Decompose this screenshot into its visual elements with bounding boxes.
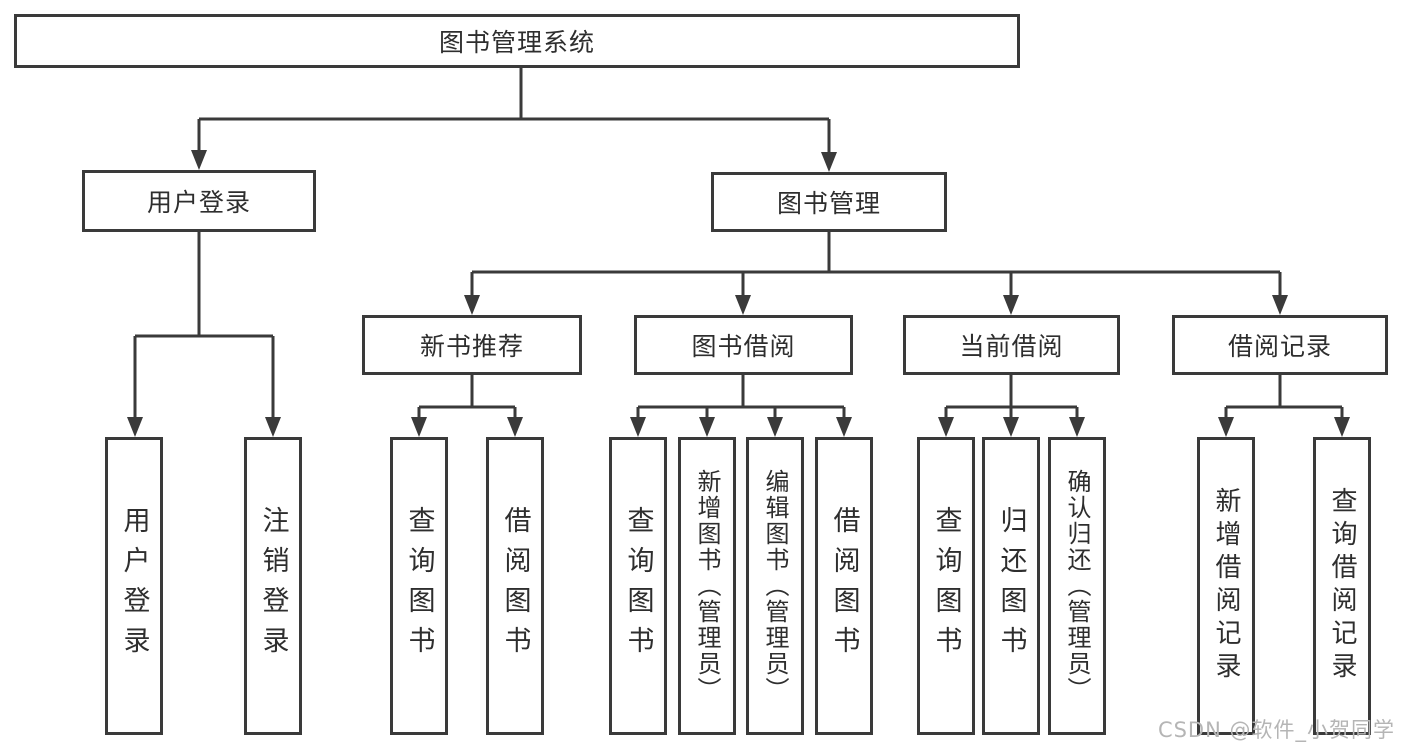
leaf-label: 注销登录 (257, 506, 289, 666)
node-library-management-system: 图书管理系统 (14, 14, 1020, 68)
node-leaf-user-login: 用户登录 (105, 437, 163, 735)
node-user-login-branch: 用户登录 (82, 170, 316, 232)
leaf-label: 查询借阅记录 (1327, 487, 1357, 685)
node-leaf-query-books-recommend: 查询图书 (390, 437, 448, 735)
node-leaf-borrow-books-recommend: 借阅图书 (486, 437, 544, 735)
node-leaf-query-borrow-record: 查询借阅记录 (1313, 437, 1371, 735)
node-leaf-confirm-return-admin: 确认归还（管理员） (1048, 437, 1106, 735)
csdn-watermark: CSDN @软件_小贺同学 (1157, 718, 1395, 742)
node-book-borrowing: 图书借阅 (634, 315, 853, 375)
node-leaf-edit-books-admin: 编辑图书（管理员） (746, 437, 804, 735)
node-borrowing-records: 借阅记录 (1172, 315, 1388, 375)
leaf-label: 确认归还（管理员） (1063, 469, 1091, 703)
node-current-borrowing: 当前借阅 (903, 315, 1120, 375)
node-leaf-query-books-current: 查询图书 (917, 437, 975, 735)
leaf-label: 查询图书 (403, 506, 435, 666)
leaf-label: 用户登录 (118, 506, 150, 666)
node-leaf-logout: 注销登录 (244, 437, 302, 735)
leaf-label: 新增图书（管理员） (693, 469, 721, 703)
node-new-book-recommend: 新书推荐 (362, 315, 582, 375)
leaf-label: 借阅图书 (499, 506, 531, 666)
leaf-label: 编辑图书（管理员） (761, 469, 789, 703)
node-leaf-return-books: 归还图书 (982, 437, 1040, 735)
leaf-label: 查询图书 (930, 506, 962, 666)
node-leaf-add-books-admin: 新增图书（管理员） (678, 437, 736, 735)
node-leaf-borrow-books: 借阅图书 (815, 437, 873, 735)
node-leaf-query-books-borrowing: 查询图书 (609, 437, 667, 735)
leaf-label: 新增借阅记录 (1211, 487, 1241, 685)
node-leaf-add-borrow-record: 新增借阅记录 (1197, 437, 1255, 735)
leaf-label: 查询图书 (622, 506, 654, 666)
leaf-label: 借阅图书 (828, 506, 860, 666)
leaf-label: 归还图书 (995, 506, 1027, 666)
node-book-management-branch: 图书管理 (711, 172, 947, 232)
